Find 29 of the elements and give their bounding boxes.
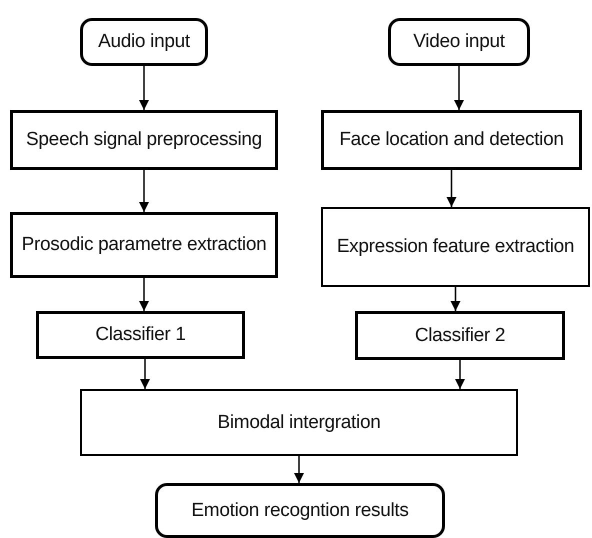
- terminal-box: [80, 18, 208, 66]
- arrow: [455, 360, 465, 389]
- arrow: [139, 278, 149, 311]
- node-label: Face location and detection: [339, 129, 564, 151]
- node-label: Classifier 2: [414, 324, 506, 346]
- process-box: [36, 311, 245, 359]
- arrow: [454, 66, 464, 110]
- arrow: [450, 287, 460, 311]
- arrow: [139, 170, 149, 212]
- node-label: Video input: [413, 31, 505, 53]
- arrow: [446, 170, 456, 207]
- node-label: Emotion recogntion results: [191, 500, 409, 522]
- terminal-box: [155, 483, 445, 538]
- arrow: [140, 359, 150, 389]
- arrow: [139, 66, 149, 110]
- process-box: [355, 311, 565, 360]
- arrow: [294, 456, 304, 483]
- node-label: Classifier 1: [95, 324, 186, 346]
- process-box: [80, 389, 518, 456]
- node-label: Audio input: [98, 31, 190, 53]
- node-label: Prosodic parametre extraction: [22, 234, 266, 256]
- process-box: [10, 212, 278, 278]
- node-label: Speech signal preprocessing: [26, 129, 262, 151]
- process-box: [10, 110, 278, 170]
- process-box: [321, 207, 590, 287]
- node-label: Expression feature extraction: [336, 236, 574, 258]
- node-label: Bimodal intergration: [218, 412, 380, 434]
- process-box: [321, 110, 582, 170]
- terminal-box: [388, 18, 530, 66]
